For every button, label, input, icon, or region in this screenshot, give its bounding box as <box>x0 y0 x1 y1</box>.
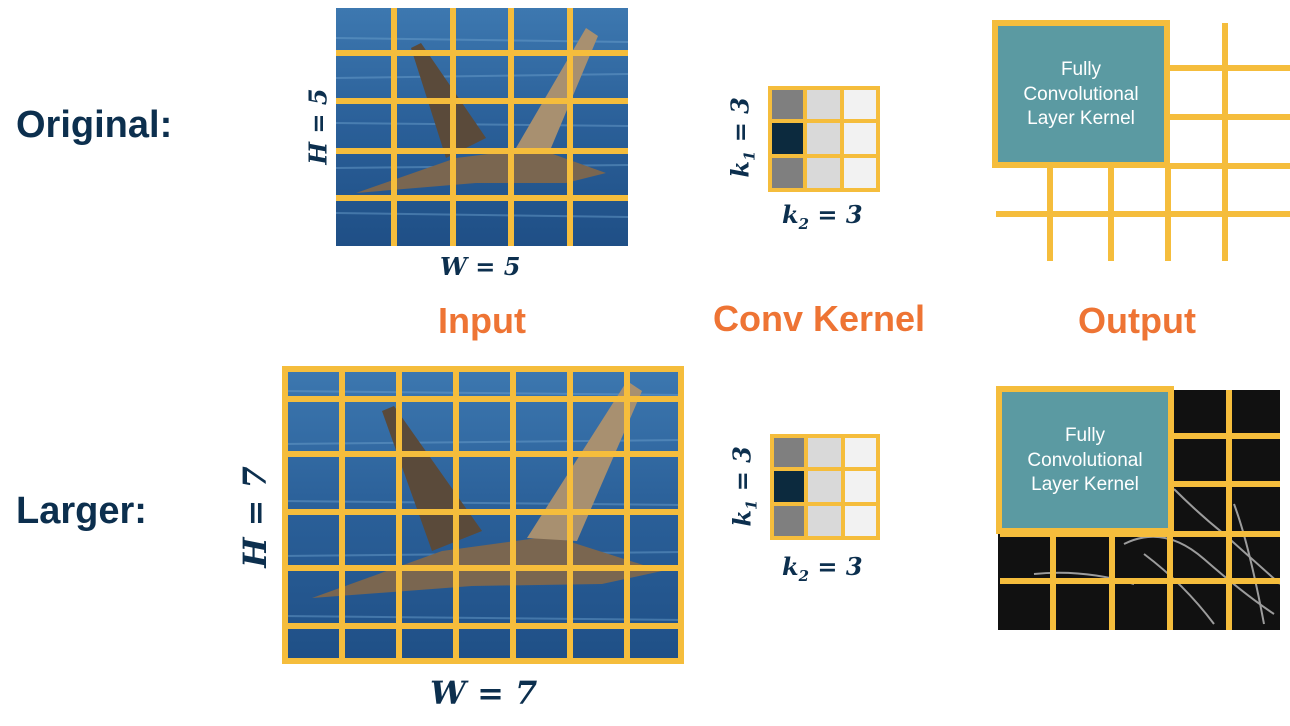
larger-output-grid <box>996 386 1280 630</box>
column-label-conv-kernel: Conv Kernel <box>713 298 926 339</box>
original-conv-kernel <box>768 86 880 192</box>
original-output-grid <box>992 20 1290 261</box>
larger-width-label: W = 7 <box>430 674 538 712</box>
original-fcn-kernel-box: Fully Convolutional Layer Kernel <box>1023 59 1139 130</box>
larger-k1-label: k1 = 3 <box>727 446 761 527</box>
original-input-image <box>336 8 628 246</box>
row-label-original: Original: <box>16 104 173 146</box>
larger-conv-kernel <box>770 434 880 540</box>
row-label-larger: Larger: <box>16 490 147 532</box>
column-label-output: Output <box>1078 300 1196 341</box>
larger-fcn-kernel-box: Fully Convolutional Layer Kernel <box>1027 425 1143 496</box>
larger-height-label: H = 7 <box>236 466 274 568</box>
original-height-label: H = 5 <box>303 88 333 165</box>
column-label-input: Input <box>438 300 526 341</box>
larger-input-image <box>282 366 684 664</box>
original-width-label: W = 5 <box>440 252 521 281</box>
larger-k2-label: k2 = 3 <box>782 552 863 585</box>
original-k1-label: k1 = 3 <box>725 97 759 178</box>
original-k2-label: k2 = 3 <box>782 200 863 233</box>
